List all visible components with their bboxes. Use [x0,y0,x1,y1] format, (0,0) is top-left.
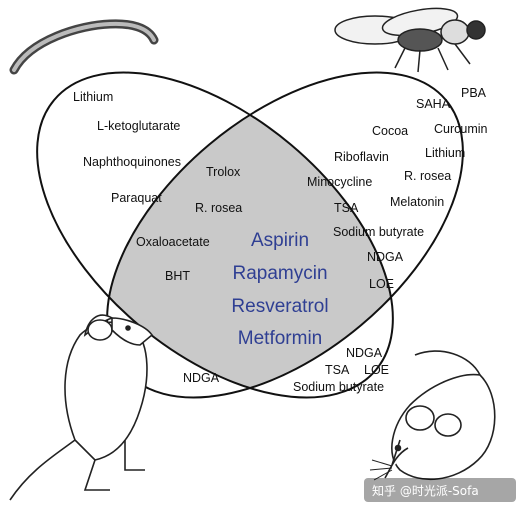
fly-label-minocycline: Minocycline [307,175,372,189]
watermark-backdrop [364,478,516,502]
worm-label-oxaloacetate: Oxaloacetate [136,235,210,249]
fly-label-riboflavin: Riboflavin [334,150,389,164]
mouse-label-sodium-butyrate: Sodium butyrate [293,380,384,394]
rat-label-ndga: NDGA [183,371,220,385]
fly-label-pba: PBA [461,86,487,100]
fly-label-curcumin: Curcumin [434,122,488,136]
fly-label-saha: SAHA [416,97,451,111]
mouse-label-ndga: NDGA [346,346,383,360]
fly-label-melatonin: Melatonin [390,195,444,209]
worm-label-r-rosea: R. rosea [195,201,242,215]
core-label-rapamycin: Rapamycin [232,263,327,284]
watermark-text: 知乎 @时光派-Sofa [372,484,479,498]
mouse-label-loe: LOE [364,363,389,377]
mouse-icon [369,350,496,481]
fly-label-tsa: TSA [334,201,359,215]
fly-label-lithium: Lithium [425,146,465,160]
worm-label-lithium: Lithium [73,90,113,104]
fly-icon [334,7,486,73]
worm-label-trolox: Trolox [206,165,241,179]
fly-label-cocoa: Cocoa [372,124,408,138]
fly-label-r-rosea: R. rosea [404,169,451,183]
mouse-label-tsa: TSA [325,363,350,377]
core-label-metformin: Metformin [238,328,322,349]
worm-label-paraquat: Paraquat [111,191,162,205]
fly-label-ndga: NDGA [367,250,404,264]
core-label-aspirin: Aspirin [251,230,309,251]
core-label-resveratrol: Resveratrol [231,296,328,317]
worm-label-l-ketoglutarate: L-ketoglutarate [97,119,180,133]
fly-label-sodium-butyrate: Sodium butyrate [333,225,424,239]
fly-label-loe: LOE [369,277,394,291]
worm-label-bht: BHT [165,269,190,283]
rat-icon [9,314,154,501]
worm-label-naphthoquinones: Naphthoquinones [83,155,181,169]
worm-icon [9,19,159,75]
